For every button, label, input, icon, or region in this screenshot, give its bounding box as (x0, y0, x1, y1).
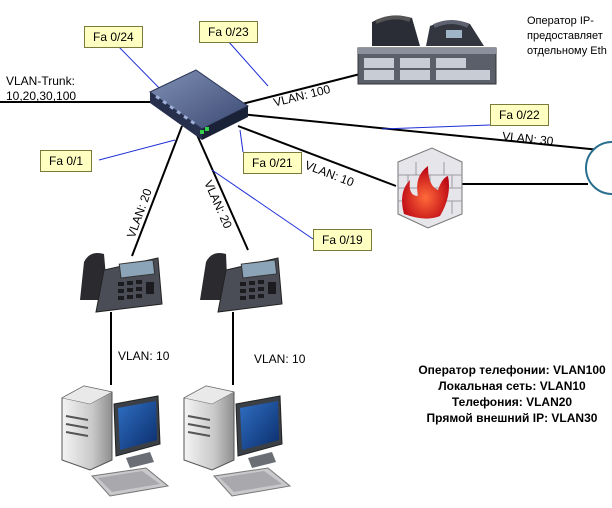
ip-phone-icon[interactable] (200, 253, 283, 313)
trunk-label: VLAN-Trunk: (6, 74, 75, 88)
port-label-fa021: Fa 0/21 (243, 152, 302, 174)
pointer-fa022 (381, 124, 491, 130)
firewall-icon[interactable] (397, 147, 463, 229)
operator-note-line3: отдельному Eth (527, 45, 607, 57)
port-label-fa022: Fa 0/22 (490, 104, 549, 126)
pointer-fa021 (239, 129, 244, 153)
vlan-legend: Оператор телефонии: VLAN100 Локальная се… (412, 362, 612, 426)
firewall-link (237, 125, 397, 187)
legend-line-operator: Оператор телефонии: VLAN100 (418, 363, 606, 377)
pbx-link (241, 71, 369, 105)
port-label-fa019: Fa 0/19 (313, 229, 372, 251)
router-icon[interactable] (585, 141, 612, 195)
port-label-fa024: Fa 0/24 (84, 26, 143, 48)
workstation-icon[interactable] (61, 385, 170, 497)
legend-line-external-ip: Прямой внешний IP: VLAN30 (426, 411, 598, 425)
pointer-fa023 (227, 40, 269, 87)
phone2-link (193, 127, 249, 251)
switch-icon[interactable] (149, 69, 249, 140)
ip-phone-icon[interactable] (80, 253, 163, 313)
pointer-fa019 (211, 169, 314, 240)
pbx-icon[interactable] (357, 15, 497, 85)
legend-line-lan: Локальная сеть: VLAN10 (438, 379, 586, 393)
link-lines (0, 71, 601, 385)
vlan-label-pc2: VLAN: 10 (254, 352, 306, 366)
workstation-icon[interactable] (183, 385, 292, 497)
trunk-vlans: 10,20,30,100 (6, 89, 77, 103)
port-label-fa023: Fa 0/23 (199, 21, 258, 43)
operator-note-line1: Оператор IP- (527, 15, 594, 27)
port-label-fa01: Fa 0/1 (40, 150, 93, 172)
pointer-fa01 (98, 139, 176, 161)
external-link (239, 113, 601, 151)
legend-line-telephony: Телефония: VLAN20 (451, 395, 573, 409)
vlan-label-pc1: VLAN: 10 (118, 349, 170, 363)
operator-note-line2: предоставляет (527, 30, 603, 42)
phone1-link (131, 125, 183, 257)
